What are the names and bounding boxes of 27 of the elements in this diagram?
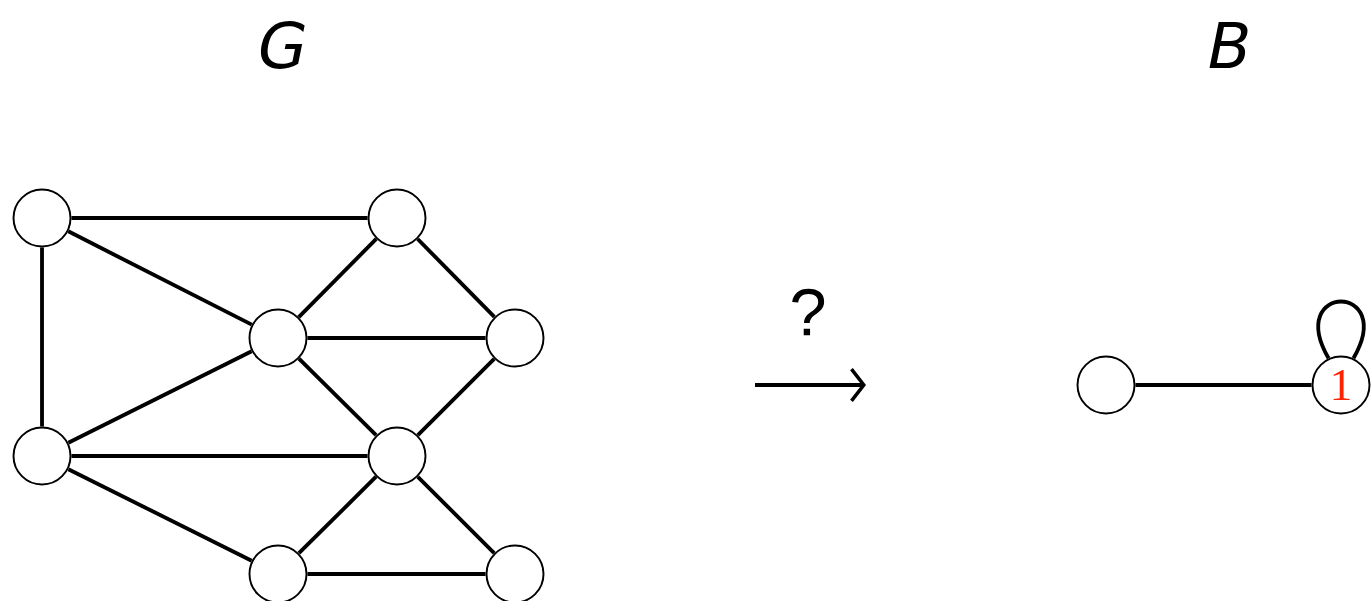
numbered-vertex: 1 <box>1311 355 1371 415</box>
graph-edge <box>297 237 378 319</box>
graph-edge <box>71 454 368 458</box>
vertex-circle <box>367 426 427 486</box>
graph-edge <box>40 247 44 427</box>
vertex-circle <box>367 188 427 248</box>
graph-edge <box>1135 383 1312 387</box>
graph-edge <box>67 467 253 563</box>
graph-edge <box>297 357 378 437</box>
graph-edge <box>416 237 496 319</box>
graph-name: G <box>260 21 305 69</box>
vertex-circle <box>1076 355 1136 415</box>
vertex-circle <box>248 308 308 368</box>
arrow-label: ? <box>792 288 825 336</box>
vertex-circle <box>12 426 72 486</box>
graph-edge <box>67 349 253 445</box>
graph-edge <box>307 572 486 576</box>
graph-edge <box>67 229 253 327</box>
graph-edge <box>416 357 496 437</box>
graph-edge <box>297 475 378 555</box>
graph-edge <box>416 475 496 555</box>
loop-edge <box>1316 299 1366 360</box>
vertex-circle <box>12 188 72 248</box>
graph-name: B <box>1209 21 1248 69</box>
vertex-circle <box>485 308 545 368</box>
graph-edge <box>307 336 486 340</box>
graph-edge <box>71 216 368 220</box>
